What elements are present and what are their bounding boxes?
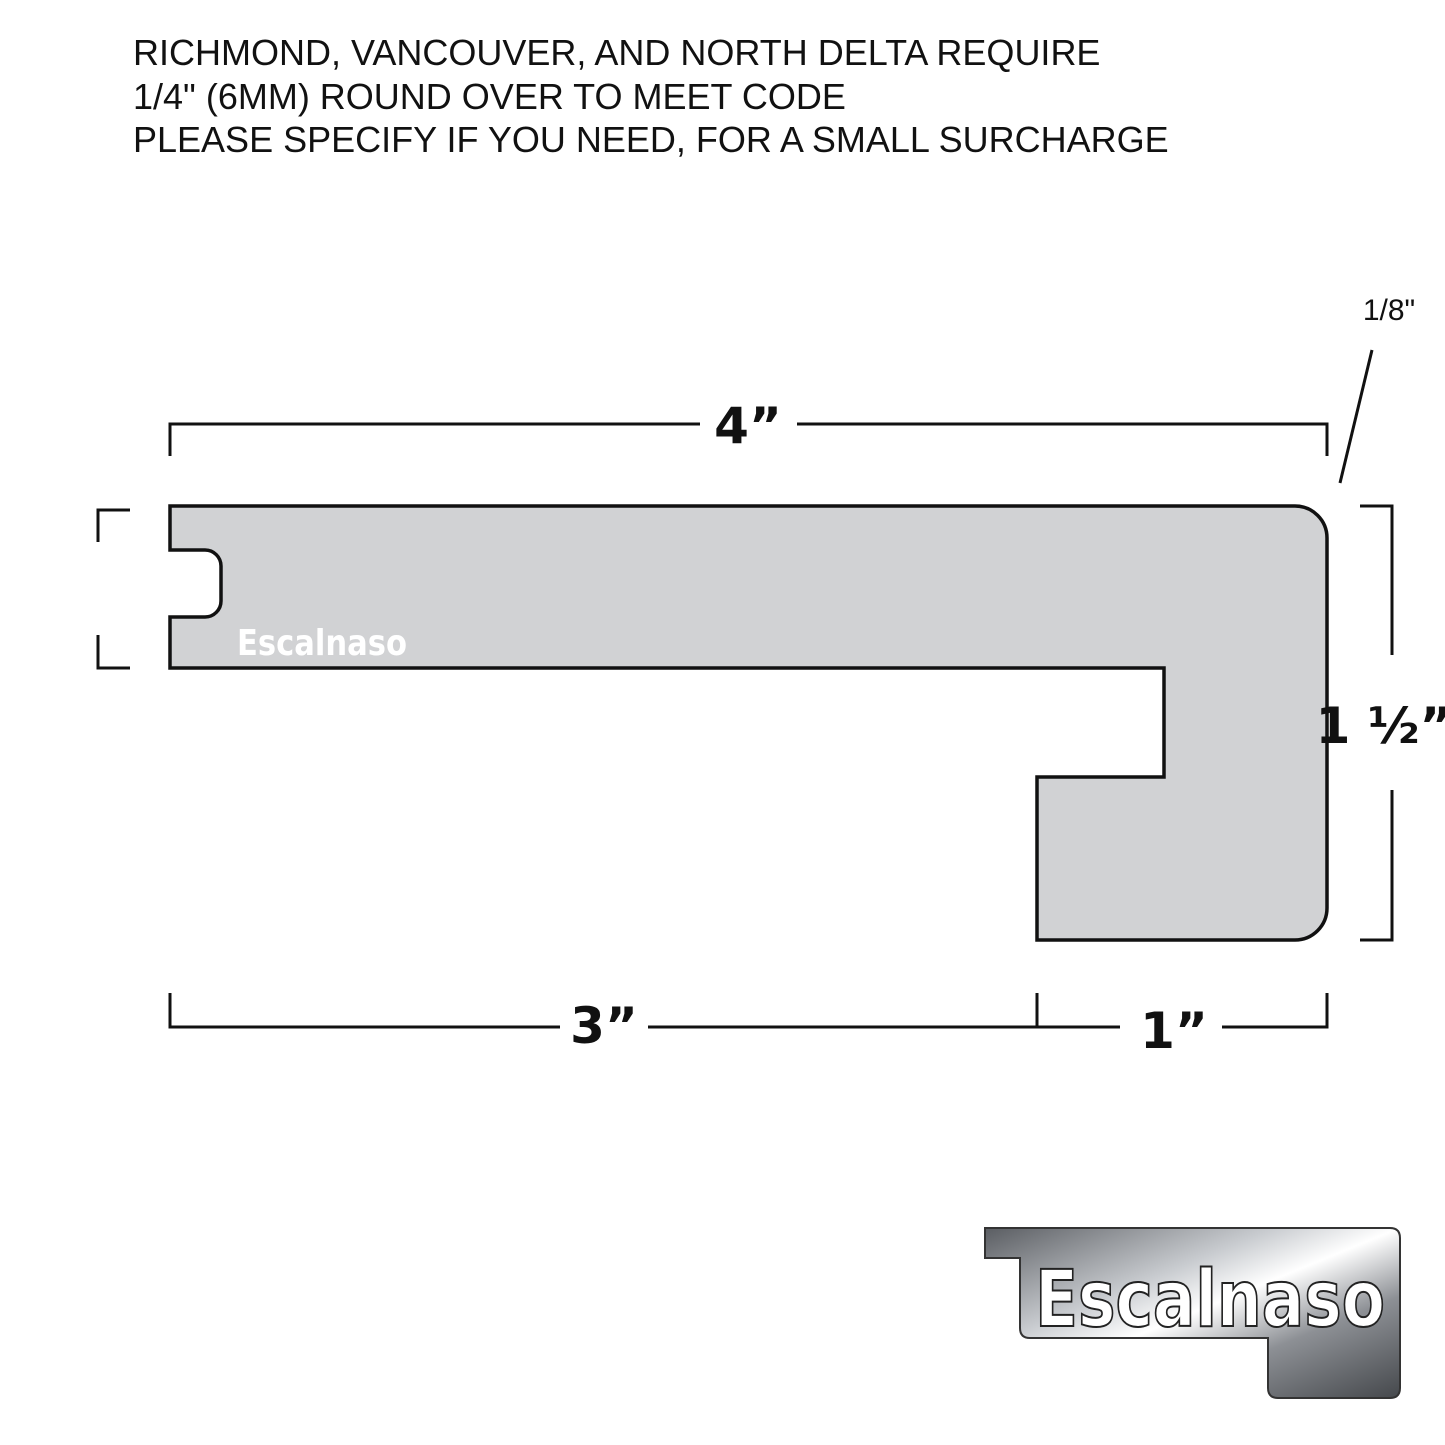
roundover-leader-line — [1338, 349, 1374, 484]
stair-nose-profile — [168, 504, 1329, 942]
dimension-overall-width: 4” — [168, 397, 1329, 456]
note-line-1: RICHMOND, VANCOUVER, AND NORTH DELTA REQ… — [133, 32, 1100, 73]
label-3-inch: 3” — [570, 997, 638, 1055]
profile-watermark: Escalnaso — [237, 623, 407, 664]
tongue-bracket — [96, 508, 130, 670]
label-1-half-inch: 1 ½” — [1316, 697, 1445, 755]
dimension-height: 1 ½” — [1316, 504, 1445, 942]
logo-text: Escalnaso — [1035, 1255, 1385, 1345]
label-roundover: 1/8" — [1363, 294, 1415, 327]
label-4-inch: 4” — [714, 397, 782, 455]
note-line-2: 1/4" (6MM) ROUND OVER TO MEET CODE — [133, 76, 846, 117]
note-line-3: PLEASE SPECIFY IF YOU NEED, FOR A SMALL … — [133, 119, 1169, 160]
dimension-bottom: 3” 1” — [168, 993, 1329, 1060]
escalnaso-logo: Escalnaso — [984, 1227, 1401, 1399]
label-1-inch: 1” — [1140, 1002, 1208, 1060]
